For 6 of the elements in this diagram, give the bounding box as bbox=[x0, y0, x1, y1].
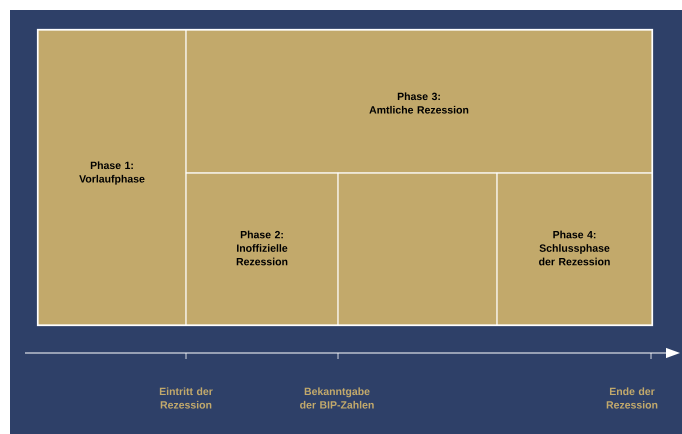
phase-box: Phase 4: Schlussphase der Rezession bbox=[496, 172, 653, 326]
phase-box: Phase 2: Inoffizielle Rezession bbox=[185, 172, 339, 326]
timeline-label: Eintritt der Rezession bbox=[160, 387, 213, 409]
timeline-label: Ende der Rezession bbox=[606, 387, 658, 409]
timeline-label: Bekanntgabe der BIP-Zahlen bbox=[300, 387, 374, 409]
phase-box: Phase 1: Vorlaufphase bbox=[37, 29, 187, 326]
